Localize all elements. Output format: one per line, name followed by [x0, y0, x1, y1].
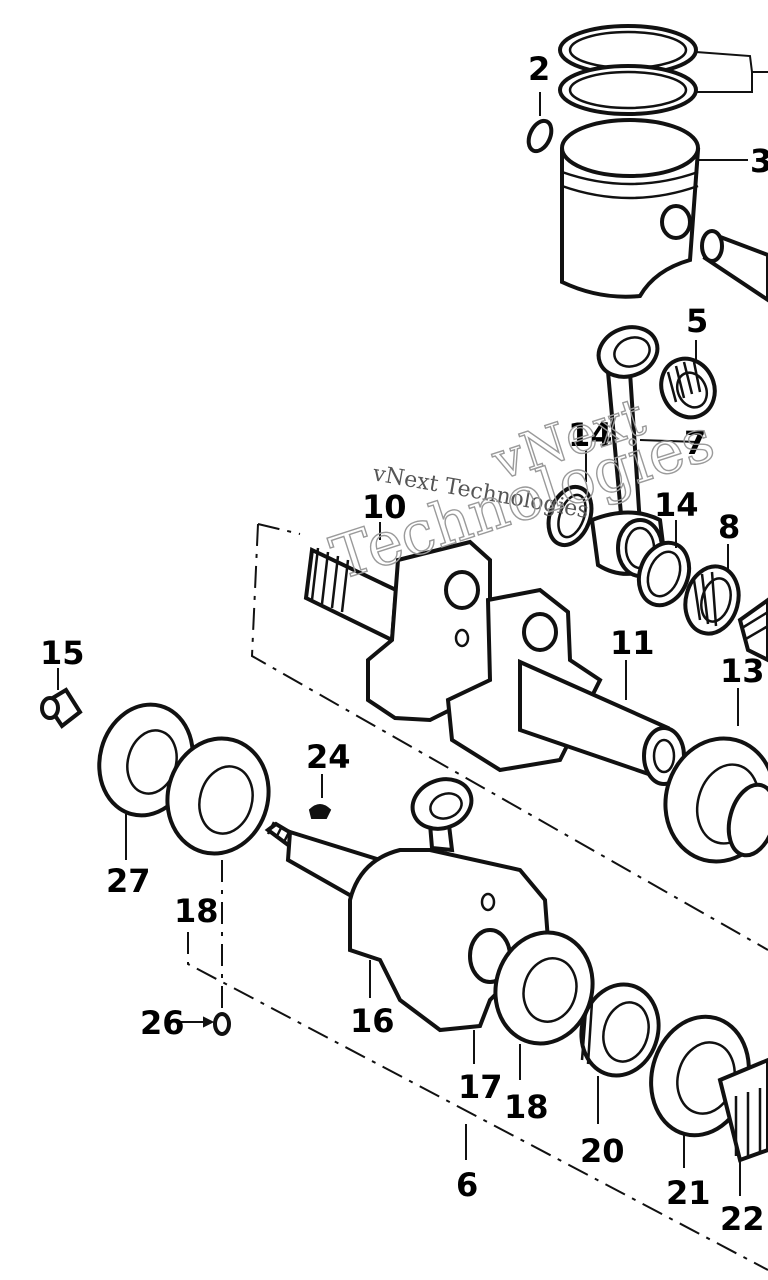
callout-14a: 14 [568, 416, 613, 454]
callout-18b: 18 [504, 1088, 549, 1126]
shaft-end [717, 1057, 768, 1196]
callout-5: 5 [686, 302, 708, 340]
callout-2: 2 [528, 50, 550, 88]
callout-16: 16 [350, 1002, 395, 1040]
callout-8: 8 [718, 508, 740, 546]
crank-pin-stub [737, 597, 768, 663]
main-bearing-lower-right [493, 930, 595, 1080]
callout-15: 15 [40, 634, 85, 672]
thrust-washer-left [546, 450, 594, 548]
piston [560, 118, 748, 299]
main-bearing-right [663, 688, 768, 864]
axis-line-upper [250, 523, 768, 951]
callout-3: 3 [750, 142, 768, 180]
crankshaft-half-upper [303, 522, 686, 786]
callout-10: 10 [362, 488, 407, 526]
thrust-washer-right [636, 520, 692, 608]
callout-11: 11 [610, 624, 655, 662]
callout-7: 7 [684, 424, 706, 462]
callout-14b: 14 [654, 486, 699, 524]
needle-bearing-small-end [659, 340, 717, 420]
callout-20: 20 [580, 1132, 625, 1170]
callout-26: 26 [140, 1004, 185, 1042]
circlip [526, 92, 554, 154]
callout-17: 17 [458, 1068, 503, 1106]
main-bearing-left [165, 736, 271, 856]
piston-pin [700, 229, 768, 303]
needle-bearing-big-end [683, 544, 741, 636]
callout-21: 21 [666, 1174, 711, 1212]
dowel-pin [178, 1012, 231, 1036]
woodruff-key [308, 774, 332, 819]
callout-13: 13 [720, 652, 765, 690]
callout-6: 6 [456, 1166, 478, 1204]
callout-18a: 18 [174, 892, 219, 930]
callout-22: 22 [720, 1200, 765, 1238]
axis-line-lower [187, 932, 768, 1271]
callout-24: 24 [306, 738, 351, 776]
connecting-rod-upper [589, 325, 699, 578]
piston-rings [558, 24, 768, 116]
plug [40, 668, 83, 729]
callout-27: 27 [106, 862, 151, 900]
callout-labels: 2 3 5 7 14 14 8 10 11 13 15 24 27 18 26 … [40, 50, 768, 1238]
oil-seal-right [579, 982, 661, 1124]
